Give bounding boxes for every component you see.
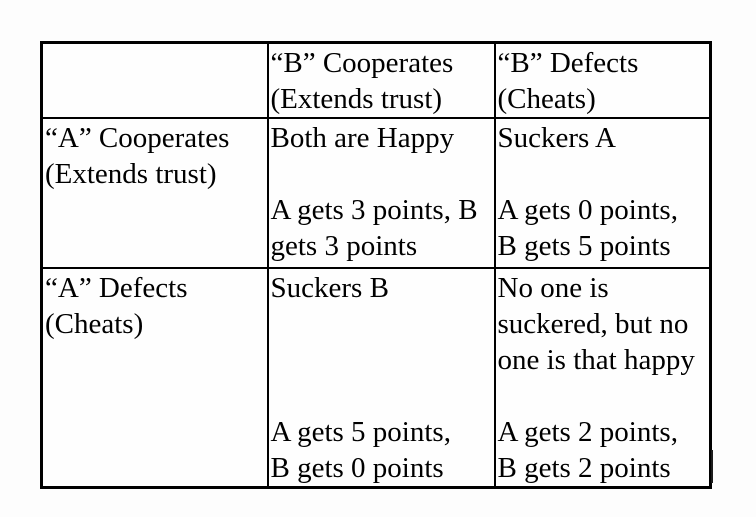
cell-a-cooperates-b-defects: Suckers A A gets 0 points, B gets 5 poin… <box>493 117 712 269</box>
header-cell-empty <box>40 41 269 119</box>
row-label-a-defects: “A” Defects (Cheats) <box>40 267 269 489</box>
row-a-cooperates: “A” Cooperates (Extends trust) Both are … <box>40 117 712 269</box>
cell-a-defects-b-cooperates: Suckers B A gets 5 points, B gets 0 poin… <box>266 267 496 489</box>
table-header-row: “B” Cooperates (Extends trust) “B” Defec… <box>40 41 712 119</box>
payoff-matrix-table: “B” Cooperates (Extends trust) “B” Defec… <box>40 41 712 489</box>
row-a-defects: “A” Defects (Cheats) Suckers B A gets 5 … <box>40 267 712 489</box>
row-label-a-cooperates: “A” Cooperates (Extends trust) <box>40 117 269 269</box>
cell-both-defect: No one is suckered, but no one is that h… <box>493 267 712 489</box>
cell-both-cooperate: Both are Happy A gets 3 points, B gets 3… <box>266 117 496 269</box>
header-cell-b-cooperates: “B” Cooperates (Extends trust) <box>266 41 496 119</box>
header-cell-b-defects: “B” Defects (Cheats) <box>493 41 712 119</box>
scan-artifact-line <box>711 450 713 483</box>
